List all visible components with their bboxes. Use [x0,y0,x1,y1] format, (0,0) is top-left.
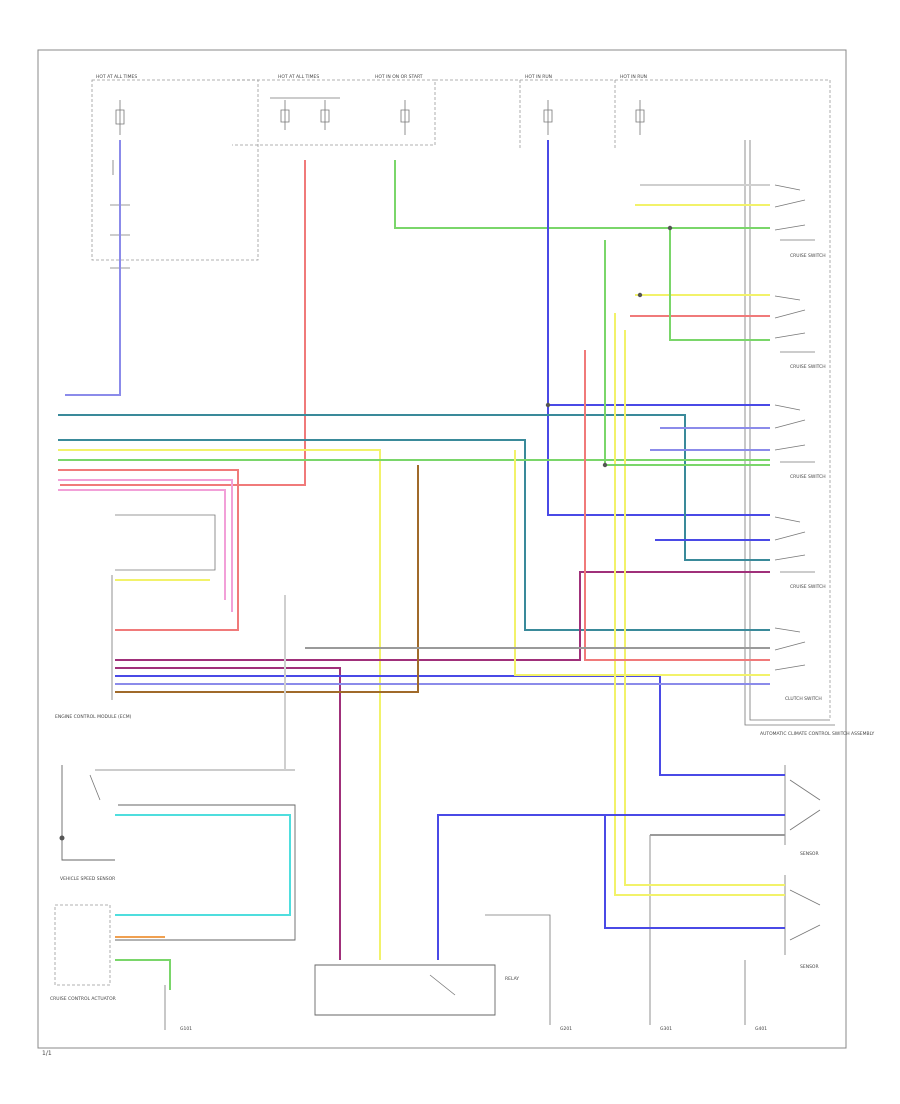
wire-red-vertical [60,160,306,486]
wire-teal-1 [58,414,770,561]
wire-blue-main [547,140,770,516]
wire-pink-1 [58,479,233,612]
diagram-frame [37,49,847,1049]
switch-label-4: CRUISE SWITCH [790,584,826,590]
wire-magenta-2 [115,667,341,960]
junction-dot [667,225,673,231]
switch-assembly-label: AUTOMATIC CLIMATE CONTROL SWITCH ASSEMBL… [760,731,875,737]
junction-dot [545,402,551,408]
wire-yellow-3 [514,450,770,676]
wire-green-top [394,160,770,229]
fuse-label-1: HOT AT ALL TIMES [96,74,137,80]
wire-brown-1 [115,465,419,693]
switch-label-2: CRUISE SWITCH [790,364,826,370]
wire-pink-2 [58,489,226,600]
wire-purple-left [65,140,121,396]
junction-dot [637,292,643,298]
figure-number: 1/1 [42,1050,52,1057]
wire-blue-bottom [437,814,785,960]
wire-blue-bottom-2 [604,815,785,929]
relay-label: RELAY [505,976,519,982]
bottom-ground-labels: G101 G201 G301 G401 [180,1026,767,1032]
wire-blue-2 [115,675,785,776]
wire-teal-2 [58,439,770,631]
wire-red-right-1 [584,350,770,661]
ground-label-4: G401 [755,1026,767,1032]
ground-label-2: G201 [560,1026,572,1032]
wire-magenta-1 [115,571,770,661]
clutch-switch-label: CLUTCH SWITCH [785,696,822,702]
switch-label-1: CRUISE SWITCH [790,253,826,259]
actuator-label: CRUISE CONTROL ACTUATOR [50,996,116,1002]
wire-cyan-1 [115,814,291,916]
wire-yellow-right-4 [624,330,785,886]
fuse-label-5: HOT IN RUN [620,74,647,80]
fuse-box-outlines [91,79,831,720]
vss-box: VEHICLE SPEED SENSOR [59,765,296,941]
ecm-area: ENGINE CONTROL MODULE (ECM) [55,514,216,720]
fuse-symbols [110,97,645,269]
fuse-label-2: HOT AT ALL TIMES [278,74,319,80]
wire-green-bottom [115,959,171,990]
switch-label-3: CRUISE SWITCH [790,474,826,480]
fuse-label-3: HOT IN ON OR START [375,74,423,80]
wire-green-right-2 [669,228,770,341]
right-switch-symbols [774,184,815,671]
fuse-label-4: HOT IN RUN [525,74,552,80]
junction-dot [602,462,608,468]
vss-label: VEHICLE SPEED SENSOR [60,876,115,882]
ground-label-1: G101 [180,1026,192,1032]
bottom-relay-area: RELAY [314,835,746,1025]
actuator-box: CRUISE CONTROL ACTUATOR [50,904,166,1030]
wire-red-2 [58,469,239,631]
ground-label-3: G301 [660,1026,672,1032]
wire-yellow-1 [58,449,381,960]
switch-assembly-outline [744,140,835,726]
sensor-boxes [784,765,821,955]
ecm-label: ENGINE CONTROL MODULE (ECM) [55,714,132,720]
wire-yellow-right-2 [614,313,785,896]
top-fuse-labels: HOT AT ALL TIMES HOT AT ALL TIMES HOT IN… [96,74,647,80]
wires [58,140,785,990]
right-switch-labels: CRUISE SWITCH CRUISE SWITCH CRUISE SWITC… [760,253,875,970]
sensor-label-1: SENSOR [800,851,819,857]
sensor-label-2: SENSOR [800,964,819,970]
